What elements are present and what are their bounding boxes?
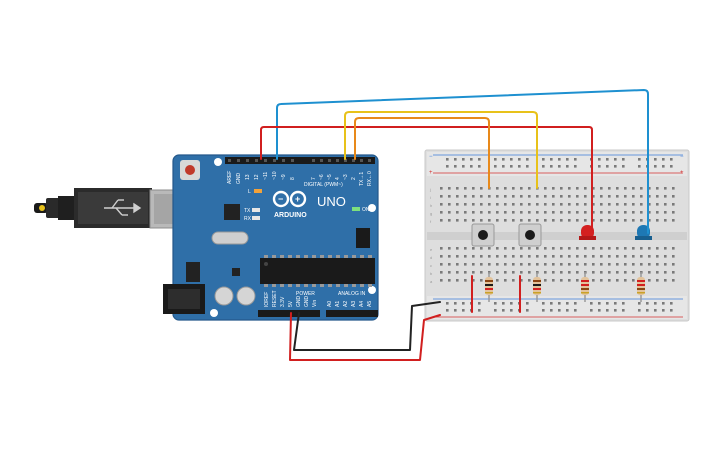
analog-header [326,310,378,317]
analog-pin-a1: A1 [335,301,341,307]
row-letter: i [430,195,431,200]
power-pin-3v3: 3.3V [280,296,286,307]
red-5v-wire[interactable] [289,312,441,361]
row-letter: c [430,263,432,268]
analog-pin-a4: A4 [359,301,365,307]
atmega-chip [260,258,375,284]
row-letter: j [429,187,431,192]
row-letter: h [430,203,432,208]
resistor [485,272,493,302]
capacitor [214,286,234,306]
power-header [258,310,320,317]
svg-text:−: − [429,154,433,160]
row-letter: e [430,247,433,252]
pin-label-aref: AREF [227,171,233,184]
usb-symbol-icon [104,199,142,216]
on-label: ON [362,207,370,213]
power-label: POWER [296,291,315,297]
row-letter: d [430,255,432,260]
power-pin-gnd: GND [296,296,302,308]
arduino-logo-text: ARDUINO [274,212,307,219]
red-wire-pin13[interactable] [260,126,593,231]
reset-button[interactable] [180,160,200,180]
power-pin-ioref: IOREF [264,292,270,307]
pin-label-0: RX←0 [367,171,373,186]
power-pin-vin: Vin [312,300,318,307]
pin-label-8: 8 [290,177,296,180]
resistor [533,272,541,302]
svg-text:−: − [278,194,283,204]
black-gnd-wire[interactable] [293,301,441,351]
push-button[interactable] [518,223,542,247]
uno-model-text: UNO [317,194,346,209]
power-pin-5v: 5V [288,300,294,307]
analog-pin-a5: A5 [367,301,373,307]
row-letter: f [430,219,432,224]
rx-led [252,216,260,220]
pin-label-13: 13 [245,174,251,180]
blue-wire[interactable] [276,89,649,234]
svg-text:+: + [429,170,433,176]
svg-text:+: + [295,194,300,204]
row-letter: b [430,271,433,276]
analog-pin-a2: A2 [343,301,349,307]
crystal [211,231,249,245]
row-letter: a [430,279,433,284]
tx-label: TX [244,208,251,214]
pin-label-5: ~5 [327,174,333,180]
pin-label-11: ~11 [263,172,269,180]
resistor [581,272,589,302]
pin-label-10: ~10 [272,171,278,180]
power-pin-gnd: GND [304,296,310,308]
orange-wire[interactable] [354,117,490,189]
tx-led [252,208,260,212]
breadboard: − + − + j i h g f e d c b a [424,149,690,322]
pin-label-1: TX→1 [359,172,365,186]
pin-label-6: ~6 [319,174,325,180]
power-pin-reset: RESET [272,290,278,307]
arduino-infinity-logo-icon [272,190,307,208]
svg-text:+: + [680,170,684,176]
rx-label: RX [244,216,252,222]
pin-label-4: 4 [335,177,341,180]
pin-label-9: ~9 [281,174,287,180]
blue-led [635,225,652,240]
pin-label-2: 2 [351,177,357,180]
icsp-header [356,228,370,248]
regulator [186,262,200,282]
pin-label-7: 7 [311,177,317,180]
analog-pin-a3: A3 [351,301,357,307]
push-button[interactable] [471,223,495,247]
pin-label-gnd: GND [236,173,242,185]
red-led [579,225,596,240]
breadboard-holes [440,158,675,312]
usb-chip [224,204,240,220]
on-led [352,207,360,211]
capacitor [236,286,256,306]
l-led [254,189,262,193]
svg-text:−: − [680,154,684,160]
pin-label-12: 12 [254,174,260,180]
pin-label-3: ~3 [343,174,349,180]
arduino-uno-board: AREF GND 13 12 ~11 ~10 ~9 8 7 ~6 ~5 4 ~3… [163,154,379,321]
analog-label: ANALOG IN [338,291,366,297]
digital-label: DIGITAL (PWM~) [304,182,343,188]
analog-pin-a0: A0 [327,301,333,307]
row-letter: g [430,211,432,216]
digital-header [225,157,375,164]
resistor [637,272,645,302]
l-label: L [248,189,251,195]
yellow-wire[interactable] [344,111,538,189]
